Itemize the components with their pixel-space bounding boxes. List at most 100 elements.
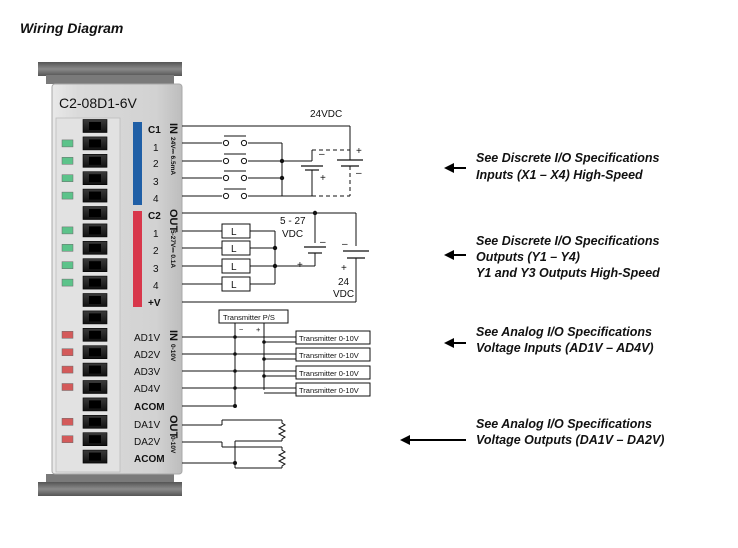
terminal-c2: C2 <box>148 211 161 222</box>
terminal-screw-slot <box>89 261 101 270</box>
status-led <box>61 139 74 148</box>
note-discrete-inputs: See Discrete I/O Specifications Inputs (… <box>444 151 659 182</box>
terminal-block <box>82 119 108 464</box>
input-switch-2 <box>222 153 248 165</box>
note-2-line2: Outputs (Y1 – Y4) <box>476 250 580 264</box>
terminal-x2: 2 <box>153 159 159 170</box>
status-leds <box>61 139 74 443</box>
transmitter-box-4-label: Transmitter 0-10V <box>299 386 359 395</box>
status-led <box>61 261 74 269</box>
output-spec: 5-27V⎓ 0.1A <box>169 230 176 268</box>
output-load-4-label: L <box>231 280 237 291</box>
terminal-x4: 4 <box>153 194 159 205</box>
note-4-line1: See Analog I/O Specifications <box>476 417 652 431</box>
terminal-acom-in: ACOM <box>134 402 165 413</box>
note-analog-inputs: See Analog I/O Specifications Voltage In… <box>444 325 654 355</box>
terminal-screw-slot <box>89 122 101 130</box>
terminal-screw-slot <box>89 348 101 357</box>
terminal-ad3v: AD3V <box>134 367 160 378</box>
terminal-da2v: DA2V <box>134 437 160 448</box>
status-led <box>61 226 74 235</box>
output-terminal-labels: C2 1 2 3 4 +V <box>148 211 161 309</box>
status-led <box>61 278 74 287</box>
terminal-screw-slot <box>89 156 101 165</box>
terminal-screw-slot <box>89 139 101 148</box>
status-led <box>61 365 74 374</box>
terminal-screw-slot <box>89 191 101 200</box>
terminal-y1: 1 <box>153 229 159 240</box>
output-group-bar <box>133 211 142 307</box>
transmitter-box-3-label: Transmitter 0-10V <box>299 369 359 378</box>
output-supply1-line1: 5 - 27 <box>280 216 306 227</box>
terminal-ad2v: AD2V <box>134 350 160 361</box>
transmitter-ps-minus: − <box>239 325 244 334</box>
output-group-label: OUT <box>167 209 179 233</box>
output-load-2: L <box>221 240 251 256</box>
terminal-screw-slot <box>89 383 101 391</box>
note-2-line1: See Discrete I/O Specifications <box>476 234 659 248</box>
input-terminal-labels: C1 1 2 3 4 <box>148 125 161 205</box>
terminal-da1v: DA1V <box>134 420 160 431</box>
analog-input-spec: 0-10V <box>169 344 176 362</box>
output-supply1-line2: VDC <box>282 229 303 240</box>
terminal-screw-slot <box>89 296 101 304</box>
terminal-screw-slot <box>89 417 101 426</box>
terminal-screw-slot <box>89 174 101 183</box>
terminal-screw-slot <box>89 209 101 217</box>
transmitter-box-2-label: Transmitter 0-10V <box>299 351 359 360</box>
output-supply2-minus: – <box>342 239 348 250</box>
terminal-screw-slot <box>89 435 101 444</box>
terminal-y3: 3 <box>153 264 159 275</box>
output-supply2-plus: + <box>341 263 347 274</box>
input-spec: 24V⎓ 6.5mA <box>169 137 176 175</box>
output-supply2-line1: 24 <box>338 277 350 288</box>
note-1-line2: Inputs (X1 – X4) High-Speed <box>476 168 643 182</box>
terminal-screw-slot <box>89 243 101 252</box>
input-group-bar <box>133 122 142 205</box>
note-1-line1: See Discrete I/O Specifications <box>476 151 659 165</box>
terminal-screw-slot <box>89 330 101 339</box>
terminal-ad4v: AD4V <box>134 384 160 395</box>
note-4-line2: Voltage Outputs (DA1V – DA2V) <box>476 433 664 447</box>
output-load-2-label: L <box>231 244 237 255</box>
terminal-ad1v: AD1V <box>134 333 160 344</box>
status-led <box>61 331 74 339</box>
input-switch-3 <box>222 170 248 182</box>
output-load-1-label: L <box>231 227 237 238</box>
status-led <box>61 348 74 356</box>
terminal-screw-slot <box>89 278 101 287</box>
output-load-4: L <box>221 276 251 292</box>
terminal-x3: 3 <box>153 177 159 188</box>
note-2-line3: Y1 and Y3 Outputs High-Speed <box>476 266 660 280</box>
output-load-3-label: L <box>231 262 237 273</box>
module-top-cap <box>38 62 182 84</box>
transmitter-ps-box <box>218 309 289 324</box>
terminal-acom-out: ACOM <box>134 454 165 465</box>
note-discrete-outputs: See Discrete I/O Specifications Outputs … <box>444 234 660 280</box>
input-supply-plus: + <box>320 173 326 184</box>
output-wiring: L L L L 5 - 27 VDC – + – + 24 <box>182 210 369 303</box>
input-supply-minus: – <box>319 149 325 160</box>
diagram-title: Wiring Diagram <box>20 20 123 36</box>
terminal-screw-slot <box>89 365 101 374</box>
module-bottom-cap <box>38 474 182 496</box>
status-led <box>61 418 74 426</box>
transmitter-ps-plus: + <box>256 325 261 334</box>
transmitter-box-1 <box>295 330 371 345</box>
output-supply1-plus: + <box>297 260 303 271</box>
analog-output-group-label: OUT <box>167 415 179 439</box>
transmitter-box-1-label: Transmitter 0-10V <box>299 334 359 343</box>
input-group-label: IN <box>167 123 179 134</box>
note-analog-outputs: See Analog I/O Specifications Voltage Ou… <box>400 417 664 447</box>
input-switch-4 <box>222 188 248 200</box>
transmitter-box-3 <box>295 365 371 380</box>
output-load-1: L <box>221 223 251 239</box>
note-3-line1: See Analog I/O Specifications <box>476 325 652 339</box>
status-led <box>61 435 74 443</box>
analog-input-terminal-labels: AD1V AD2V AD3V AD4V ACOM <box>134 333 165 413</box>
terminal-y2: 2 <box>153 246 159 257</box>
terminal-screw-slot <box>89 400 101 409</box>
status-led <box>61 191 74 200</box>
input-supply2-minus: – <box>356 168 362 179</box>
